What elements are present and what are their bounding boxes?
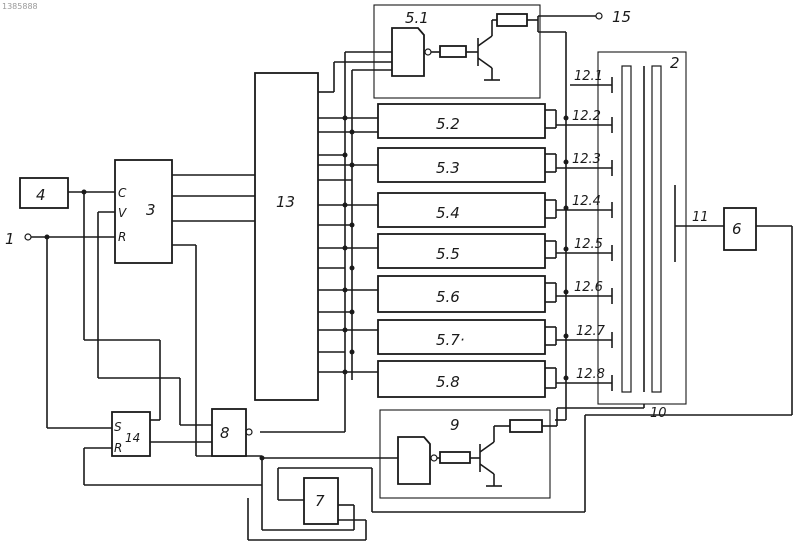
block-2-label: 2	[670, 54, 680, 72]
block-5-4-label: 5.4	[436, 204, 460, 222]
block-5-5: 5.5	[378, 234, 545, 268]
block-4-label: 4	[36, 186, 46, 204]
block-5-2-label: 5.2	[436, 115, 460, 133]
block-8-label: 8	[220, 424, 230, 442]
block-5-7: 5.7·	[378, 320, 545, 354]
electrode-bar-1	[622, 66, 631, 392]
block-3-pin-v: V	[118, 206, 127, 220]
block-5-6-label: 5.6	[436, 288, 460, 306]
block-5-6: 5.6	[378, 276, 545, 312]
block-5-7-label: 5.7·	[436, 331, 465, 349]
label-12-3: 12.3	[572, 152, 601, 167]
block-outputs	[545, 110, 569, 388]
label-12-6: 12.6	[574, 280, 603, 295]
label-12-4: 12.4	[572, 194, 601, 209]
block-5-5-label: 5.5	[436, 245, 460, 263]
electrode-lines	[556, 77, 612, 391]
block-5-8-label: 5.8	[436, 373, 460, 391]
electrode-labels: 12.1 12.2 12.3 12.4 12.5 12.6 12.7 12.8	[572, 69, 606, 382]
terminal-1	[25, 234, 31, 240]
block-5-2: 5.2	[378, 104, 545, 138]
label-10: 10	[650, 406, 667, 421]
watermark: 1385888	[2, 2, 38, 11]
block-5-1-label: 5.1	[405, 9, 429, 27]
block-5-4: 5.4	[378, 193, 545, 227]
label-11: 11	[692, 210, 709, 225]
block-14-label: 14	[125, 431, 140, 445]
bus-rows	[318, 118, 378, 372]
block-2	[598, 52, 686, 404]
terminal-15	[596, 13, 602, 19]
block-9-label: 9	[450, 416, 460, 434]
block-13-label: 13	[276, 193, 295, 211]
block-14-pin-s: S	[114, 420, 122, 434]
label-12-2: 12.2	[572, 109, 601, 124]
block-5-3-label: 5.3	[436, 159, 460, 177]
block-14-pin-r: R	[114, 441, 122, 455]
block-13	[255, 73, 318, 400]
block-3-label: 3	[146, 201, 156, 219]
label-12-1: 12.1	[574, 69, 603, 84]
label-12-8: 12.8	[576, 367, 605, 382]
block-3-pin-r: R	[118, 230, 126, 244]
block-3-pin-c: C	[118, 186, 127, 200]
terminal-1-label: 1	[5, 230, 15, 248]
block-5-3: 5.3	[378, 148, 545, 182]
label-12-5: 12.5	[574, 237, 603, 252]
electrode-bar-2	[652, 66, 661, 392]
block-6-label: 6	[732, 220, 742, 238]
block-7-label: 7	[315, 492, 325, 510]
terminal-15-label: 15	[612, 8, 631, 26]
label-12-7: 12.7	[576, 324, 606, 339]
block-5-8: 5.8	[378, 361, 545, 397]
